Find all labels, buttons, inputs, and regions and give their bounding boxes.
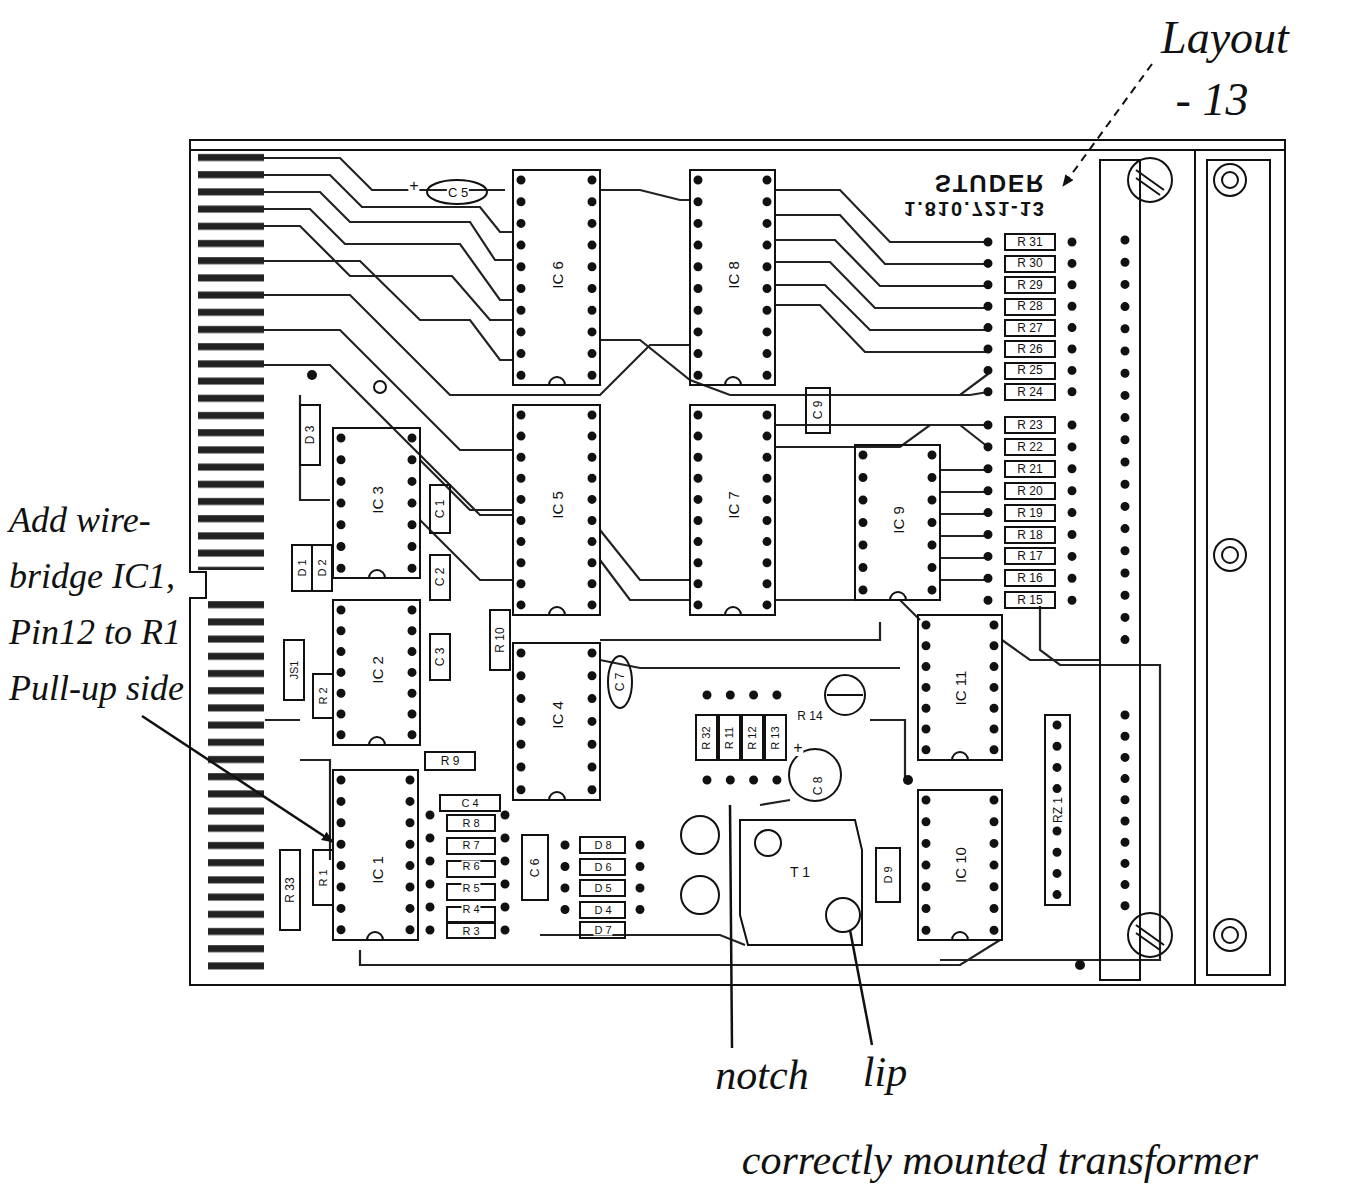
part-label: IC 4 (550, 700, 565, 730)
part-label: R 19 (1016, 507, 1043, 519)
part-label: D 7 (593, 925, 612, 936)
part-label: R 16 (1016, 572, 1043, 584)
part-label: C 4 (460, 798, 479, 809)
part-label: C 1 (434, 499, 446, 520)
part-label: R 14 (796, 710, 823, 722)
part-label: R 20 (1016, 485, 1043, 497)
part-label: C 6 (529, 858, 541, 879)
part-label: D 2 (317, 558, 328, 577)
part-label: D 8 (593, 840, 612, 851)
part-label: R 6 (461, 861, 480, 872)
part-label: R 28 (1016, 300, 1043, 312)
board-marking: STUDER (934, 171, 1047, 195)
part-label: IC 6 (550, 260, 565, 290)
part-label: IC 1 (370, 855, 385, 885)
part-label: D 5 (593, 883, 612, 894)
part-label: IC 2 (370, 655, 385, 685)
part-label: D 9 (883, 865, 894, 884)
part-label: T 1 (789, 865, 811, 879)
part-label: R 13 (770, 725, 781, 750)
part-label: R 15 (1016, 594, 1043, 606)
part-label: R 12 (747, 725, 758, 750)
part-label: R 18 (1016, 529, 1043, 541)
board-marking: 1.810.721-13 (903, 199, 1047, 219)
part-label: RZ 1 (1052, 796, 1064, 824)
part-label: R 26 (1016, 343, 1043, 355)
part-label: R 29 (1016, 279, 1043, 291)
part-label: D 1 (297, 558, 308, 577)
part-label: R 7 (461, 839, 480, 850)
part-label: JS1 (289, 660, 300, 681)
part-label: R 4 (461, 904, 480, 915)
part-label: R 33 (284, 876, 296, 903)
part-label: R 31 (1016, 236, 1043, 248)
part-label: R 27 (1016, 322, 1043, 334)
part-label: R 23 (1016, 419, 1043, 431)
part-label: R 8 (461, 818, 480, 829)
part-label: R 10 (494, 626, 506, 653)
part-label: R 3 (461, 925, 480, 936)
part-label: C 8 (812, 776, 824, 797)
part-label: IC 11 (953, 670, 968, 707)
part-label: R 32 (701, 725, 712, 750)
part-label: R 1 (318, 868, 329, 887)
part-label: D 6 (593, 862, 612, 873)
part-label: IC 3 (370, 485, 385, 515)
part-label: R 11 (724, 726, 735, 750)
handwritten-note: - 13 (1175, 77, 1250, 123)
part-label: D 4 (593, 905, 612, 916)
part-label: D 3 (304, 425, 316, 446)
part-label: R 25 (1016, 364, 1043, 376)
part-label: R 21 (1016, 463, 1043, 475)
part-label: IC 8 (726, 260, 741, 290)
part-label: R 22 (1016, 441, 1043, 453)
part-label: IC 9 (891, 505, 906, 535)
part-label: R 24 (1016, 386, 1043, 398)
handwritten-note: notch (714, 1054, 809, 1096)
part-label: C 3 (434, 647, 446, 668)
polarity-mark: + (408, 178, 419, 194)
part-label: C 7 (614, 672, 626, 693)
part-label: IC 7 (726, 490, 741, 520)
polarity-mark: + (792, 740, 803, 756)
part-label: R 9 (440, 755, 461, 767)
handwritten-note: lip (862, 1051, 908, 1093)
part-label: C 2 (434, 567, 446, 588)
handwritten-note: correctly mounted transformer (741, 1139, 1259, 1181)
part-label: IC 10 (953, 846, 968, 884)
part-label: R 30 (1016, 257, 1043, 269)
part-label: R 2 (318, 686, 329, 705)
part-label: C 5 (447, 186, 469, 199)
handwritten-note: Add wire-bridge IC1, Pin12 to R1 Pull-up… (8, 492, 188, 716)
part-label: C 9 (812, 400, 824, 421)
handwritten-note: Layout (1160, 15, 1290, 61)
part-label: IC 5 (550, 490, 565, 520)
part-label: R 17 (1016, 550, 1043, 562)
part-label: R 5 (461, 882, 480, 893)
